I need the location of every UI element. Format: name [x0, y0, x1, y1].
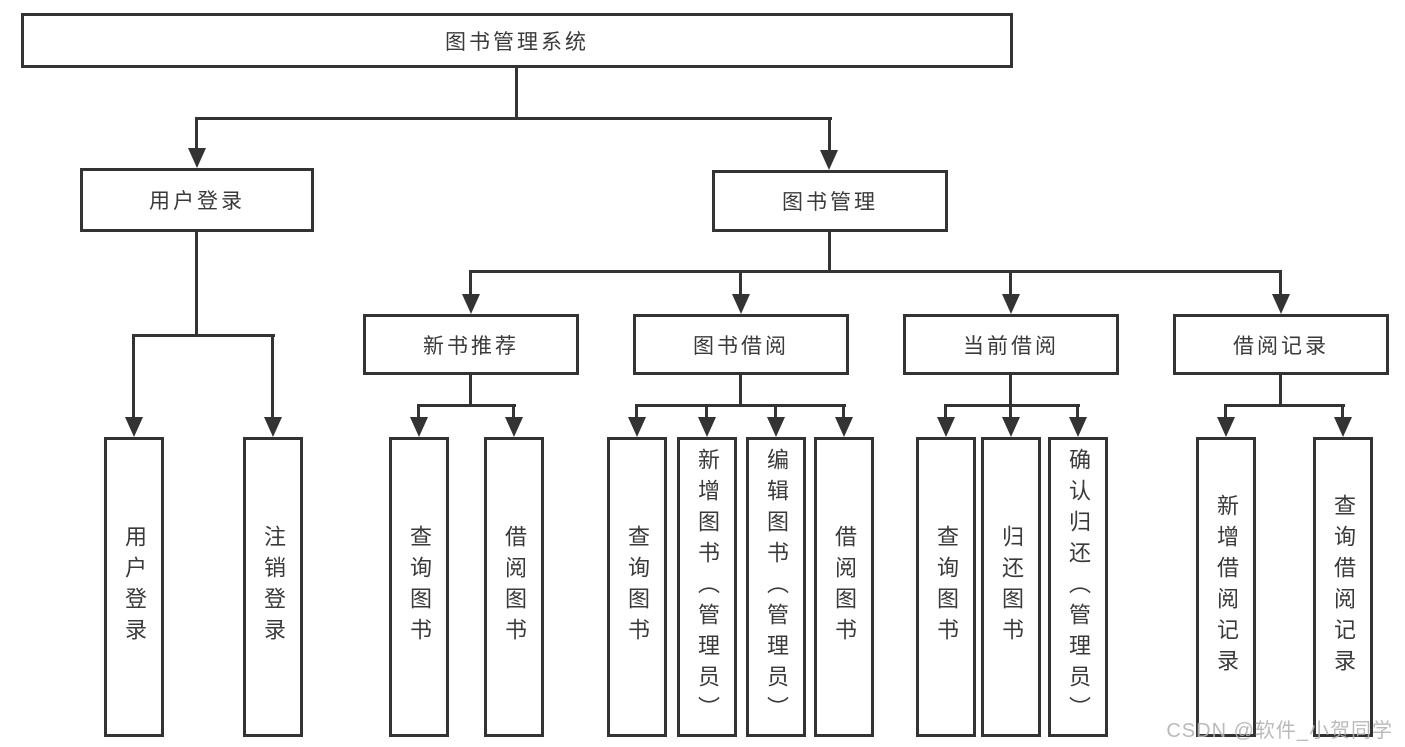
- connector-drop-current-borrow: [1009, 270, 1012, 296]
- leaf-label: 查询图书: [625, 525, 650, 649]
- leaf-label: 新增图书（管理员）: [695, 447, 720, 727]
- arrowhead-into-confirm-return: [1069, 417, 1087, 437]
- leaf-label: 查询借阅记录: [1331, 494, 1356, 680]
- leaf-label: 编辑图书（管理员）: [764, 447, 789, 727]
- leaf-label: 查询图书: [934, 525, 959, 649]
- connector-drop-borrow-records: [1279, 270, 1282, 296]
- connector-records-stem: [1279, 375, 1282, 406]
- arrowhead-into-query-books-3: [937, 417, 955, 437]
- node-library-system: 图书管理系统: [21, 13, 1013, 68]
- connector-drop-borrow-books-1: [512, 404, 515, 418]
- connector-root-bar: [196, 117, 832, 120]
- node-leaf-query-borrow-record: 查询借阅记录: [1313, 437, 1373, 737]
- arrowhead-into-return-books: [1002, 417, 1020, 437]
- leaf-label: 借阅图书: [832, 525, 857, 649]
- connector-records-bar: [1224, 404, 1345, 407]
- leaf-label: 查询图书: [407, 525, 432, 649]
- connector-drop-leaf-logout: [271, 334, 274, 418]
- arrowhead-into-user-login: [188, 148, 206, 168]
- arrowhead-into-edit-books: [767, 417, 785, 437]
- connector-drop-query-record: [1341, 404, 1344, 418]
- connector-drop-book-management: [828, 117, 831, 150]
- connector-drop-leaf-user-login: [132, 334, 135, 418]
- connector-recommend-bar: [417, 404, 516, 407]
- node-leaf-add-borrow-record: 新增借阅记录: [1196, 437, 1256, 737]
- arrowhead-into-leaf-user-login: [125, 417, 143, 437]
- connector-drop-return-books: [1009, 404, 1012, 418]
- connector-current-bar: [944, 404, 1080, 407]
- node-current-borrow: 当前借阅: [903, 314, 1119, 375]
- leaf-label: 归还图书: [999, 525, 1024, 649]
- arrowhead-into-borrow-books-2: [835, 417, 853, 437]
- node-leaf-user-login: 用户登录: [104, 437, 164, 737]
- connector-borrow-bar: [635, 404, 846, 407]
- arrowhead-into-borrow-books-1: [505, 417, 523, 437]
- connector-book-management-stem: [828, 232, 831, 272]
- node-leaf-query-books-1: 查询图书: [389, 437, 449, 737]
- leaf-label: 注销登录: [261, 525, 286, 649]
- connector-drop-borrow-books-2: [842, 404, 845, 418]
- connector-drop-book-borrow: [739, 270, 742, 296]
- connector-drop-query-books-1: [417, 404, 420, 418]
- arrowhead-into-add-books: [698, 417, 716, 437]
- node-user-login: 用户登录: [80, 168, 314, 232]
- node-book-management: 图书管理: [712, 170, 948, 232]
- connector-current-stem: [1009, 375, 1012, 406]
- node-leaf-return-books: 归还图书: [981, 437, 1041, 737]
- node-leaf-logout: 注销登录: [243, 437, 303, 737]
- arrowhead-into-add-record: [1217, 417, 1235, 437]
- connector-user-login-stem: [195, 232, 198, 336]
- arrowhead-into-book-borrow: [732, 294, 750, 314]
- connector-drop-edit-books: [774, 404, 777, 418]
- arrowhead-into-query-books-1: [410, 417, 428, 437]
- leaf-label: 用户登录: [122, 525, 147, 649]
- connector-user-login-bar: [132, 334, 275, 337]
- node-leaf-borrow-books-1: 借阅图书: [484, 437, 544, 737]
- node-leaf-add-books-admin: 新增图书（管理员）: [677, 437, 737, 737]
- connector-drop-user-login: [195, 117, 198, 148]
- connector-recommend-stem: [469, 375, 472, 406]
- watermark: CSDN @软件_小贺同学: [1166, 720, 1393, 742]
- connector-drop-new-book-recommend: [469, 270, 472, 296]
- leaf-label: 确认归还（管理员）: [1066, 447, 1091, 727]
- arrowhead-into-new-book-recommend: [462, 294, 480, 314]
- node-leaf-query-books-3: 查询图书: [916, 437, 976, 737]
- leaf-label: 新增借阅记录: [1214, 494, 1239, 680]
- arrowhead-into-query-books-2: [628, 417, 646, 437]
- node-book-borrow: 图书借阅: [633, 314, 849, 375]
- arrowhead-into-borrow-records: [1272, 294, 1290, 314]
- node-leaf-edit-books-admin: 编辑图书（管理员）: [746, 437, 806, 737]
- arrowhead-into-leaf-logout: [264, 417, 282, 437]
- node-leaf-query-books-2: 查询图书: [607, 437, 667, 737]
- arrowhead-into-query-record: [1334, 417, 1352, 437]
- connector-drop-query-books-2: [635, 404, 638, 418]
- connector-borrow-stem: [739, 375, 742, 406]
- connector-drop-query-books-3: [944, 404, 947, 418]
- leaf-label: 借阅图书: [502, 525, 527, 649]
- node-leaf-borrow-books-2: 借阅图书: [814, 437, 874, 737]
- arrowhead-into-current-borrow: [1002, 294, 1020, 314]
- connector-root-stem: [515, 68, 518, 119]
- node-leaf-confirm-return-admin: 确认归还（管理员）: [1048, 437, 1108, 737]
- connector-book-management-bar: [469, 270, 1282, 273]
- node-new-book-recommend: 新书推荐: [363, 314, 579, 375]
- arrowhead-into-book-management: [820, 150, 838, 170]
- connector-drop-add-record: [1224, 404, 1227, 418]
- node-borrow-records: 借阅记录: [1173, 314, 1389, 375]
- connector-drop-confirm-return: [1076, 404, 1079, 418]
- connector-drop-add-books: [705, 404, 708, 418]
